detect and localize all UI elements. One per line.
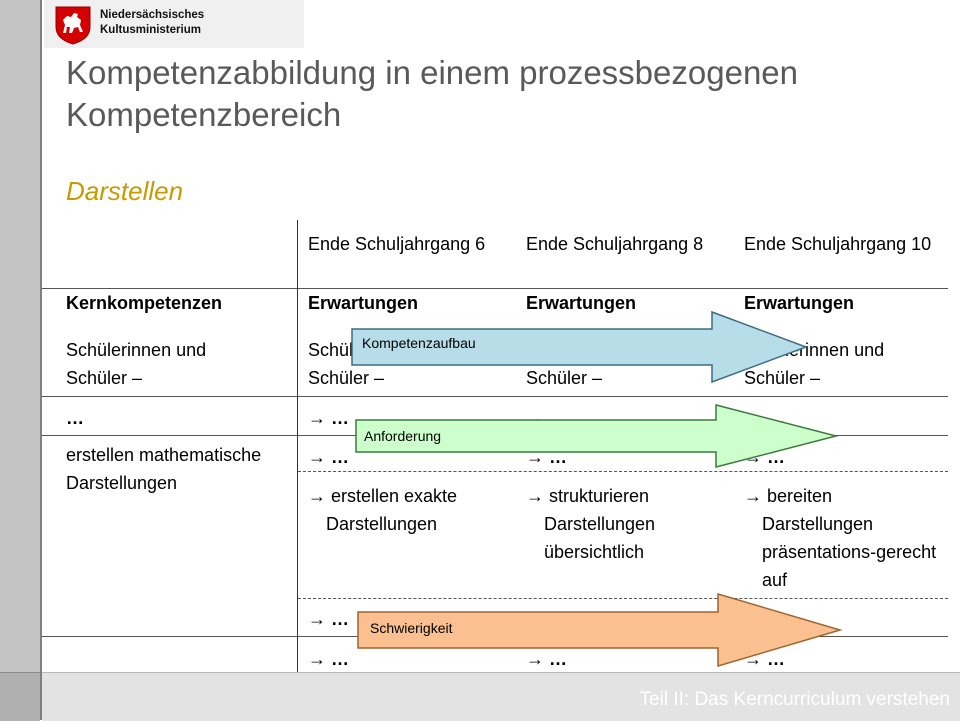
label-expectations-10: Erwartungen (744, 293, 855, 313)
ministry-logo: Niedersächsisches Kultusministerium (44, 0, 304, 48)
requirement-arrow-label: Anforderung (364, 428, 442, 444)
header-grade-10: Ende Schuljahrgang 10 (744, 234, 932, 254)
requirement-arrow-shape (355, 404, 839, 468)
header-grade-6: Ende Schuljahrgang 6 (308, 234, 486, 254)
difficulty-arrow-label: Schwierigkeit (370, 620, 453, 636)
kernkompetenz-text: erstellen mathematische Darstellungen (66, 445, 262, 493)
ellipsis-row4-col2: → … (526, 649, 568, 669)
ellipsis-row1-col1: → … (308, 408, 350, 428)
competence-arrow (351, 310, 809, 384)
table-rule-intro (42, 396, 948, 397)
label-expectations-8: Erwartungen (526, 293, 637, 313)
competence-arrow-label: Kompetenzaufbau (362, 335, 476, 351)
difficulty-arrow (357, 592, 843, 668)
logo-line-2: Kultusministerium (100, 24, 201, 36)
requirement-arrow (355, 404, 839, 468)
expectation-grade-6: → erstellen exakte Darstellungen (308, 486, 458, 534)
ellipsis-col0: … (66, 408, 84, 428)
ellipsis-row2-col1: → … (308, 447, 350, 467)
expectation-grade-10: → bereiten Darstellungen präsentations-g… (744, 486, 937, 590)
table-rule-header (42, 288, 948, 289)
footer-bar: Teil II: Das Kerncurriculum verstehen (42, 672, 960, 721)
difficulty-arrow-shape (357, 592, 843, 668)
table-dash-2 (298, 598, 948, 599)
header-grade-8: Ende Schuljahrgang 8 (526, 234, 704, 254)
ellipsis-row3-col1: → … (308, 609, 350, 629)
competence-arrow-shape (351, 310, 809, 384)
expectation-grade-8: → strukturieren Darstellungen übersichtl… (526, 486, 656, 562)
left-sidebar-footer-band (0, 672, 40, 721)
table-dash-1 (298, 471, 948, 472)
footer-text: Teil II: Das Kerncurriculum verstehen (639, 689, 950, 710)
table-column-divider (297, 220, 298, 675)
ellipsis-row4-col1: → … (308, 649, 350, 669)
intro-col0: Schülerinnen und Schüler – (66, 340, 207, 388)
slide-title: Kompetenzabbildung in einem prozessbezog… (66, 54, 799, 133)
lower-saxony-horse-icon (55, 6, 91, 45)
logo-line-1: Niedersächsisches (100, 9, 205, 21)
left-sidebar-band (0, 0, 42, 720)
slide-subtitle: Darstellen (66, 176, 184, 206)
label-kernkompetenzen: Kernkompetenzen (66, 293, 223, 313)
label-expectations-6: Erwartungen (308, 293, 419, 313)
